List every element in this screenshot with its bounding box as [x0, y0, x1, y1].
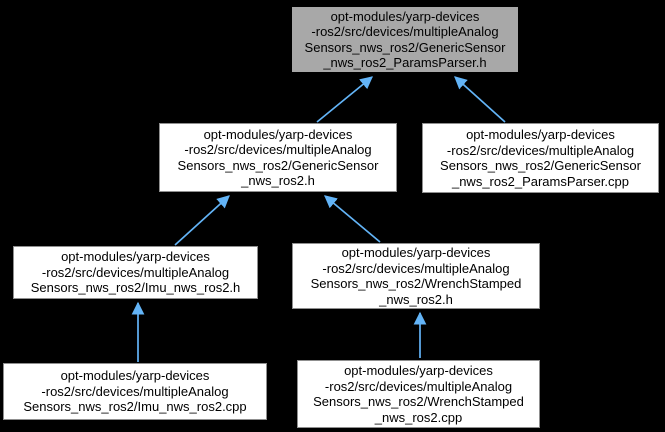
edge-arrow-imu_h-to-generic_sensor_h: [174, 195, 230, 246]
edge-arrow-generic_sensor_h-to-params_parser_h: [316, 76, 373, 123]
graph-node-params_parser_h: opt-modules/yarp-devices -ros2/src/devic…: [290, 5, 520, 74]
graph-node-params_parser_cpp[interactable]: opt-modules/yarp-devices -ros2/src/devic…: [422, 123, 659, 193]
edge-arrow-wrench_h-to-generic_sensor_h: [324, 195, 381, 243]
graph-node-imu_cpp[interactable]: opt-modules/yarp-devices -ros2/src/devic…: [3, 363, 267, 420]
graph-node-imu_h[interactable]: opt-modules/yarp-devices -ros2/src/devic…: [13, 246, 258, 299]
edge-arrow-params_parser_cpp-to-params_parser_h: [454, 76, 506, 123]
graph-node-generic_sensor_h[interactable]: opt-modules/yarp-devices -ros2/src/devic…: [159, 123, 397, 192]
graph-node-wrench_cpp[interactable]: opt-modules/yarp-devices -ros2/src/devic…: [297, 360, 540, 428]
graph-node-wrench_h[interactable]: opt-modules/yarp-devices -ros2/src/devic…: [292, 243, 540, 309]
